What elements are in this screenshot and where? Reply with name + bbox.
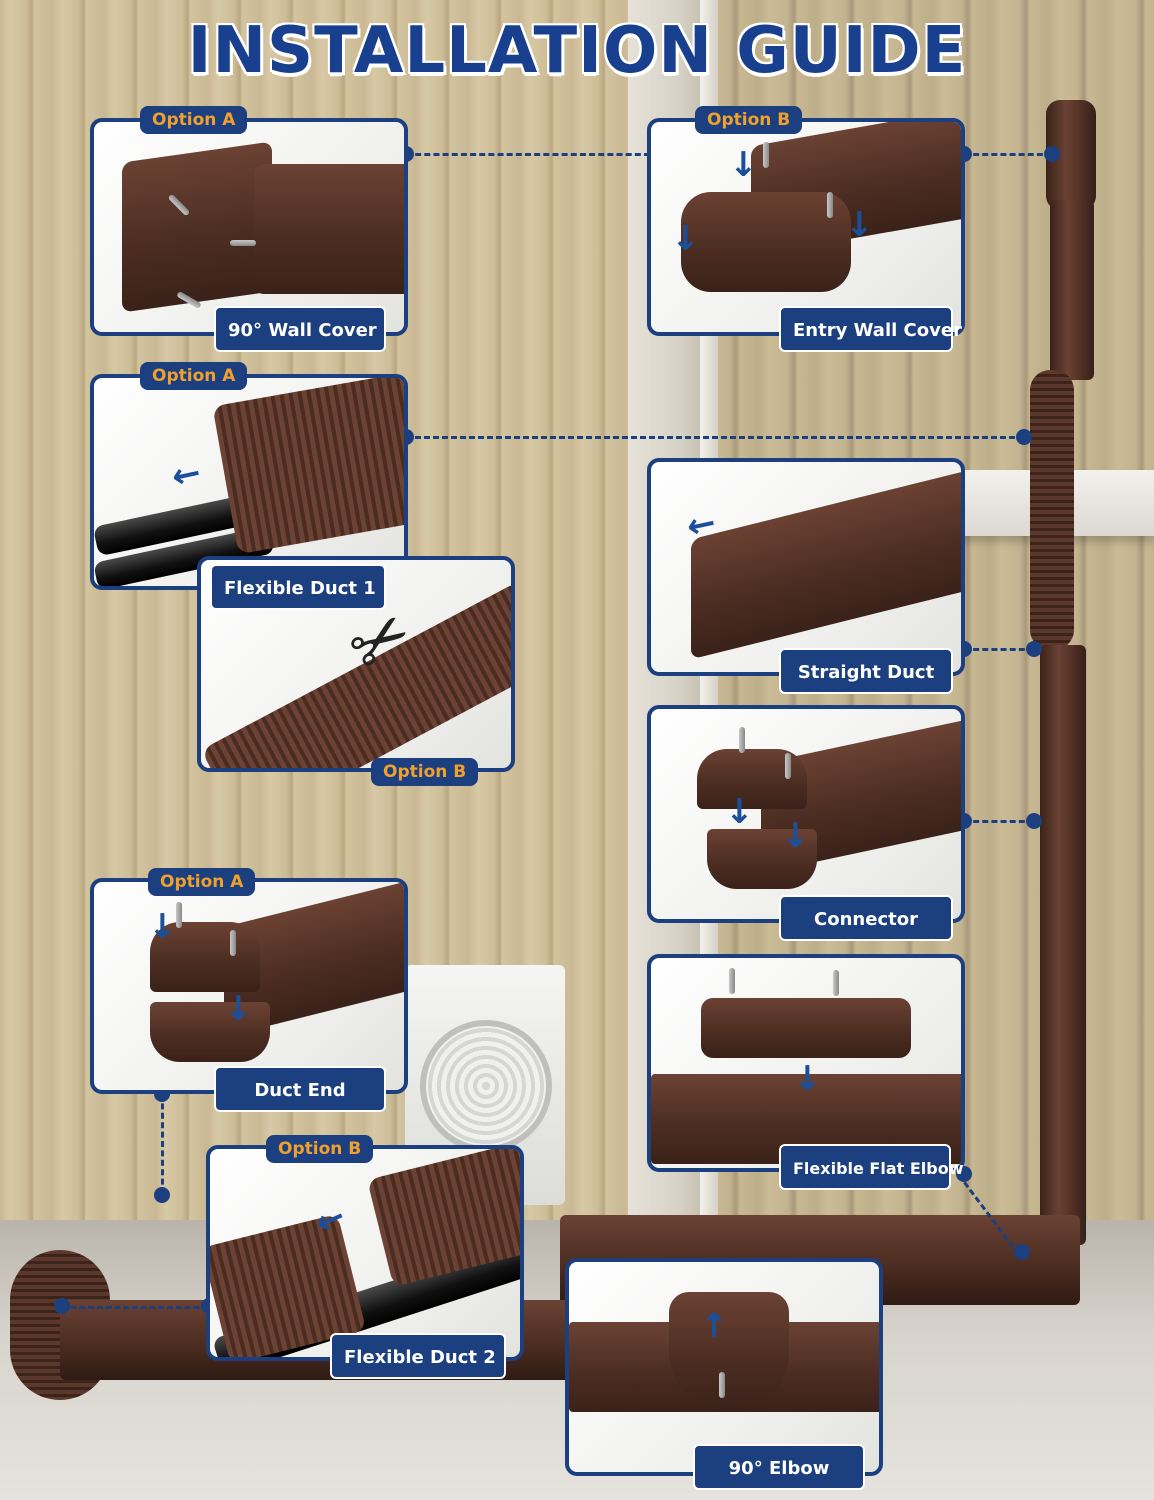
duct-end-base bbox=[150, 1002, 270, 1062]
panel-label: 90° Elbow bbox=[693, 1444, 865, 1490]
duct-end-cap bbox=[150, 922, 260, 992]
wall-cover-body bbox=[122, 141, 272, 313]
connector-dot bbox=[1026, 813, 1042, 829]
duct-straight bbox=[254, 164, 404, 294]
panel-label: Flexible Flat Elbow bbox=[779, 1144, 964, 1190]
screw bbox=[763, 142, 769, 168]
panel-flexible-flat-elbow: ↓ Flexible Flat Elbow bbox=[647, 954, 965, 1190]
connector-dot bbox=[154, 1187, 170, 1203]
panel-90-elbow: → 90° Elbow bbox=[565, 1258, 883, 1490]
connector-base bbox=[707, 829, 817, 889]
option-badge: Option B bbox=[266, 1135, 374, 1163]
arrow-down-icon: ↓ bbox=[845, 205, 874, 245]
arrow-left-icon: ← bbox=[168, 452, 205, 498]
arrow-down-icon: ↓ bbox=[793, 1059, 822, 1099]
connector-line bbox=[161, 1094, 164, 1194]
connector-line bbox=[62, 1306, 208, 1309]
arrow-icon: → bbox=[693, 1310, 734, 1340]
option-badge: Option A bbox=[140, 106, 248, 134]
panel-entry-wall-cover: ↓ ↓ ↓ Option B Entry Wall Cover bbox=[647, 106, 965, 352]
screw bbox=[827, 192, 833, 218]
ac-fan-grille bbox=[420, 1020, 552, 1152]
panel-label: Duct End bbox=[214, 1066, 386, 1112]
connector-dot bbox=[1014, 1244, 1030, 1260]
screw bbox=[719, 1372, 725, 1398]
panel-flexible-duct-1: ← Option A bbox=[90, 362, 408, 590]
connector-dot bbox=[1026, 641, 1042, 657]
arrow-down-icon: ↓ bbox=[671, 219, 700, 259]
panel-label: Flexible Duct 2 bbox=[330, 1333, 506, 1379]
screw bbox=[739, 727, 745, 753]
screw bbox=[230, 930, 236, 956]
screw bbox=[785, 753, 791, 779]
connector-dot bbox=[54, 1298, 70, 1314]
panel-label: 90° Wall Cover bbox=[214, 306, 386, 352]
straight-duct-channel bbox=[691, 464, 961, 660]
panel-straight-duct: ← Straight Duct bbox=[647, 458, 965, 694]
connector-line bbox=[964, 820, 1034, 823]
arrow-down-icon: ↓ bbox=[781, 816, 810, 856]
arrow-left-icon: ← bbox=[683, 502, 720, 548]
panel-label: Flexible Duct 1 bbox=[210, 564, 386, 610]
connector-dot bbox=[956, 1166, 972, 1182]
arrow-down-icon: ↓ bbox=[224, 989, 253, 1029]
duct-vertical-upper bbox=[1050, 200, 1094, 380]
panel-label: Connector bbox=[779, 895, 953, 941]
panel-label: Entry Wall Cover bbox=[779, 306, 962, 352]
screw bbox=[833, 970, 839, 996]
duct-flexible-section bbox=[1030, 370, 1074, 650]
panel-90-wall-cover: Option A 90° Wall Cover bbox=[90, 106, 408, 352]
arrow-down-icon: ↓ bbox=[148, 907, 177, 947]
connector-line bbox=[406, 436, 1024, 439]
connector-line bbox=[406, 153, 650, 156]
option-badge: Option A bbox=[140, 362, 248, 390]
flexible-duct bbox=[212, 378, 404, 555]
connector-line bbox=[964, 648, 1034, 651]
arrow-down-icon: ↓ bbox=[729, 145, 758, 185]
panel-flexible-duct-2: ← Option B Flexible Duct 2 bbox=[206, 1135, 524, 1379]
panel-connector: ↓ ↓ Connector bbox=[647, 705, 965, 941]
arrow-down-icon: ↓ bbox=[725, 792, 754, 832]
panel-duct-end: ↓ ↓ Option A Duct End bbox=[90, 868, 408, 1112]
screw bbox=[230, 240, 256, 246]
option-badge: Option B bbox=[695, 106, 803, 134]
connector-dot bbox=[1044, 146, 1060, 162]
flat-elbow-cover bbox=[701, 998, 911, 1058]
connector-line bbox=[964, 153, 1052, 156]
duct-vertical-lower bbox=[1040, 645, 1086, 1245]
entry-cover-body bbox=[681, 192, 851, 292]
screw bbox=[729, 968, 735, 994]
page-title: INSTALLATION GUIDE bbox=[187, 14, 967, 88]
option-badge: Option A bbox=[148, 868, 256, 896]
panel-label: Straight Duct bbox=[779, 648, 953, 694]
option-badge: Option B bbox=[371, 758, 479, 786]
connector-dot bbox=[1016, 429, 1032, 445]
elbow-cover bbox=[669, 1292, 789, 1412]
screw bbox=[176, 902, 182, 928]
